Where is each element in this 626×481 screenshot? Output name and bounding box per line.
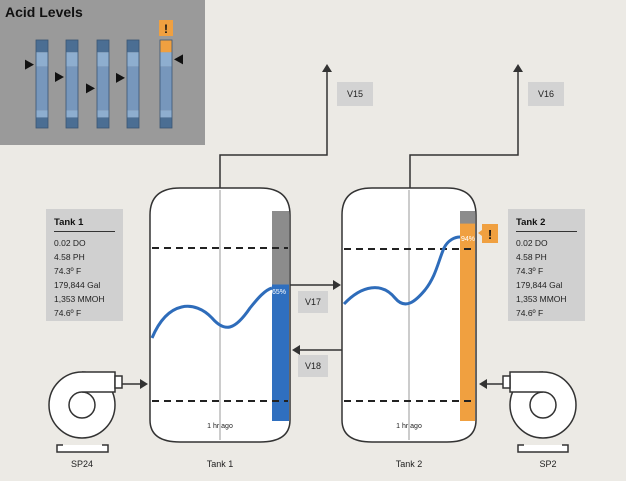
tank-2-temp: 74.3º F: [516, 266, 544, 276]
acid-level-pointer-icon: [174, 54, 183, 65]
arrow-right-icon: [333, 280, 341, 290]
tank-1-ph: 4.58 PH: [54, 252, 85, 262]
acid-alert-badge: [159, 20, 173, 36]
tank-2-time-label: 1 hr ago: [396, 423, 422, 430]
pipe-tank1-out: [219, 72, 328, 188]
tank-2-volume: 179,844 Gal: [516, 280, 563, 290]
acid-level-pointer-icon: [86, 83, 95, 94]
tank-2-level-label: 94%: [461, 236, 475, 243]
valve-v16[interactable]: V16: [528, 82, 564, 106]
acid-gauge-4[interactable]: [116, 39, 140, 129]
pipe-tank2-out: [409, 72, 519, 188]
acid-level-pointer-icon: [116, 72, 125, 83]
pump-sp24-icon: [48, 371, 123, 453]
pump-sp24-label: SP24: [70, 459, 94, 469]
arrow-left-icon: [292, 345, 300, 355]
acid-level-pointer-icon: [25, 59, 34, 70]
tank-2-label: Tank 2: [395, 459, 423, 469]
tank-1-info-panel: Tank 1 0.02 DO 4.58 PH 74.3º F 179,844 G…: [46, 209, 123, 321]
acid-gauge-2[interactable]: [55, 39, 79, 129]
tank-2-vessel: [341, 187, 477, 443]
tank-2-trend-line: [342, 235, 461, 306]
tank-2-alert-badge: [482, 224, 498, 243]
pump-sp2-icon: [502, 371, 577, 453]
tank-1-do: 0.02 DO: [54, 238, 86, 248]
tank-2-info-panel: Tank 2 0.02 DO 4.58 PH 74.3º F 179,844 G…: [508, 209, 585, 321]
tank-1-temp-2: 74.6º F: [54, 308, 82, 318]
acid-levels-gauges: !: [25, 20, 183, 129]
tank-2-level-bar: [460, 223, 475, 421]
tank-2-alert-icon: !: [488, 227, 492, 242]
tank-1-panel-title: Tank 1: [54, 217, 84, 228]
acid-gauge-3[interactable]: [86, 39, 110, 129]
acid-level-pointer-icon: [55, 71, 64, 82]
arrow-up-icon: [322, 64, 332, 72]
tank-2-do: 0.02 DO: [516, 238, 548, 248]
tank-1-label: Tank 1: [206, 459, 234, 469]
acid-gauge-1[interactable]: [25, 39, 49, 129]
tank-2-ph: 4.58 PH: [516, 252, 547, 262]
tank-1-time-label: 1 hr ago: [207, 423, 233, 430]
valve-v17[interactable]: V17: [298, 291, 328, 313]
tank-1-level-bar: [272, 284, 289, 421]
acid-levels-title: Acid Levels: [5, 4, 83, 20]
tank-2-mmoh: 1,353 MMOH: [516, 294, 567, 304]
pump-sp2-label: SP2: [539, 459, 557, 469]
acid-alert-icon: !: [164, 22, 168, 36]
tank-1-trend-line: [150, 286, 273, 339]
valve-v18[interactable]: V18: [298, 355, 328, 377]
arrow-up-icon: [513, 64, 523, 72]
tank-1-vessel: [149, 187, 291, 443]
tank-1-level-label: 65%: [272, 289, 286, 296]
arrow-right-icon: [140, 379, 148, 389]
tank-1-volume: 179,844 Gal: [54, 280, 101, 290]
valve-v15[interactable]: V15: [337, 82, 373, 106]
acid-gauge-5[interactable]: [159, 39, 183, 129]
tank-1-mmoh: 1,353 MMOH: [54, 294, 105, 304]
tank-2-panel-title: Tank 2: [516, 217, 546, 228]
arrow-left-icon: [479, 379, 487, 389]
acid-levels-panel: Acid Levels !: [0, 0, 205, 145]
tank-1-temp: 74.3º F: [54, 266, 82, 276]
tank-2-temp-2: 74.6º F: [516, 308, 544, 318]
